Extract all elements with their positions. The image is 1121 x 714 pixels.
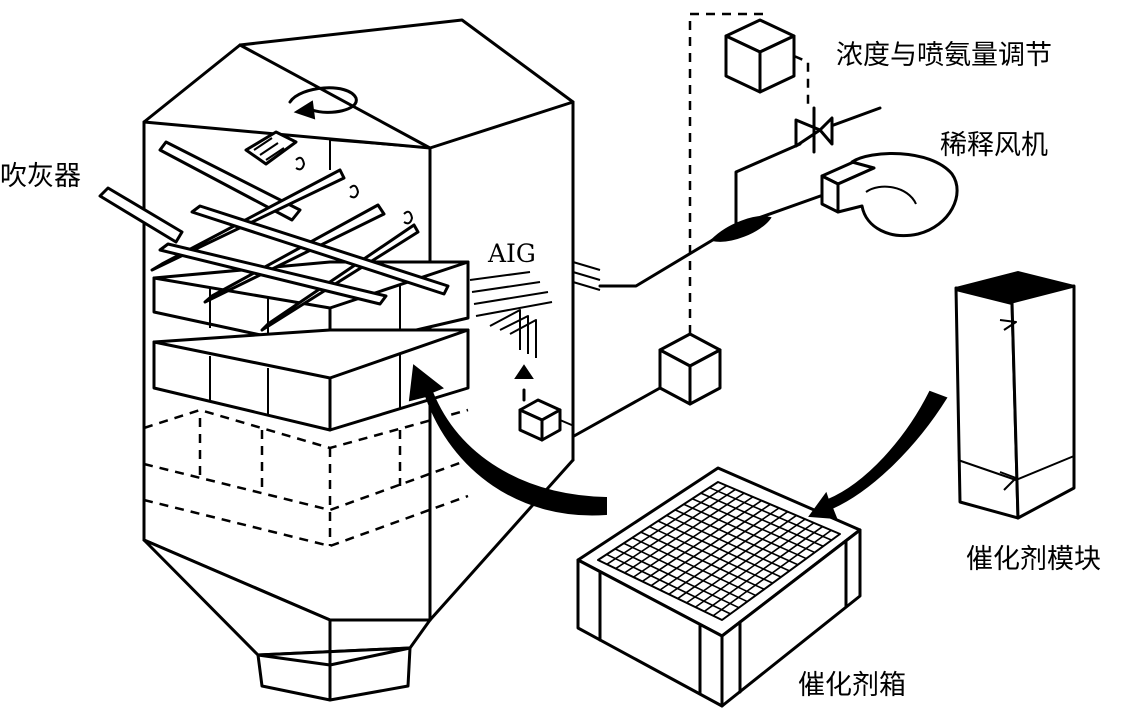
catalyst-box-grid-line [686,518,806,604]
label-catalyst-box: 催化剂箱 [798,670,906,701]
catalyst-box [576,466,862,708]
catalyst-box-grid-line [712,529,832,617]
arrow-module-to-box [808,390,948,520]
label-concentration-control: 浓度与喷氨量调节 [836,40,1052,71]
controller-box-mid [658,332,722,406]
catalyst-box-grid-line [691,497,816,554]
catalyst-box-grid-line [668,511,789,595]
label-soot-blower: 吹灰器 [0,161,81,192]
arrow-box-to-reactor [408,364,607,516]
catalyst-box-grid-line [659,507,780,591]
dilution-fan [820,152,959,237]
catalyst-box-grid-line [700,492,824,548]
catalyst-box-grid-line [703,525,824,613]
aig-grid [469,261,601,358]
catalyst-box-grid-line [694,522,815,608]
controller-box-top [724,18,796,94]
label-catalyst-module: 催化剂模块 [966,544,1101,575]
catalyst-box-grid-line [683,503,807,560]
catalyst-module [954,270,1076,520]
catalyst-box-grid-line [677,514,797,600]
signal-lines [688,12,810,334]
ammonia-piping [572,106,882,438]
catalyst-box-grid-line [666,514,790,572]
label-dilution-fan: 稀释风机 [940,130,1048,161]
label-aig: AIG [488,239,536,268]
soot-blower [98,130,450,332]
catalyst-box-grid-line [674,509,799,566]
catalyst-box-grid-line [709,486,832,541]
catalyst-layer-spare-dashed [143,408,469,548]
catalyst-layer-middle [152,328,470,432]
analyzer-box-lower [514,364,575,442]
